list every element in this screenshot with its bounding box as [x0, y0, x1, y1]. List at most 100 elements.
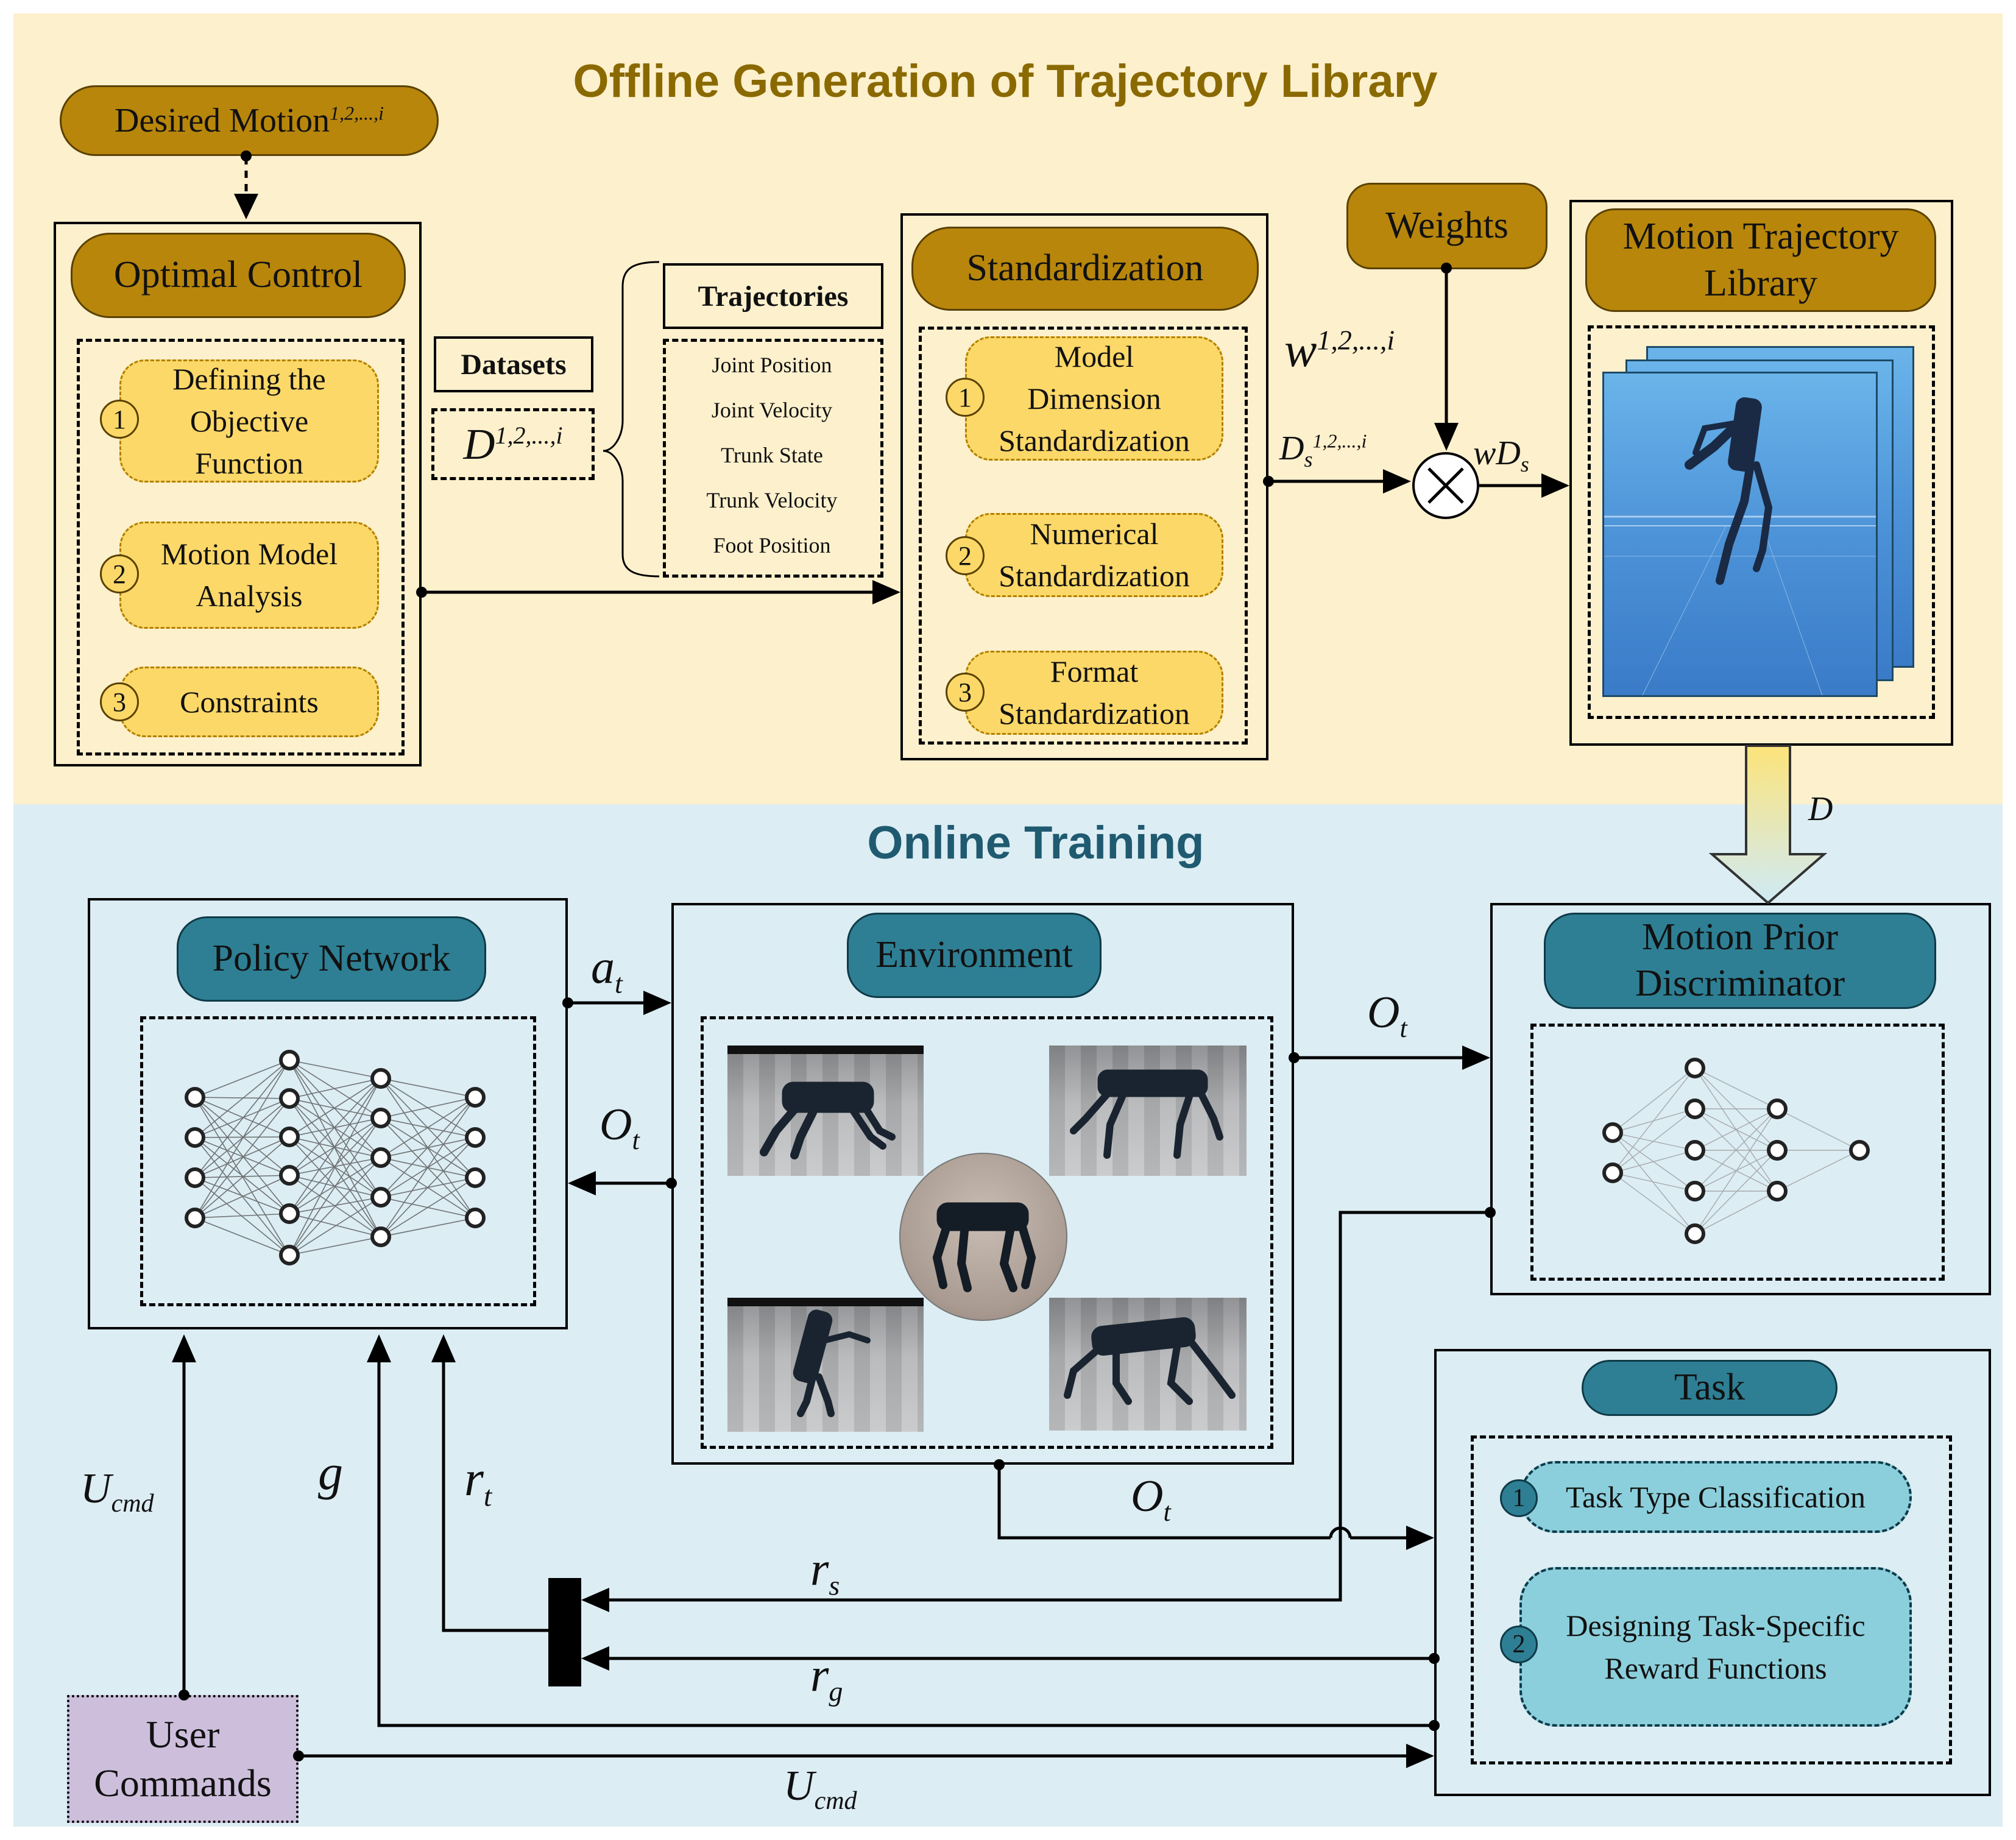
style-reward-arrow [609, 1211, 1490, 1602]
o-symbol: O [1131, 1471, 1164, 1521]
library-output-label: D [1808, 790, 1833, 828]
rs-symbol: r [810, 1542, 829, 1595]
optimal-control-block [54, 222, 422, 766]
discriminator-network-graph [1602, 1058, 1870, 1244]
multiply-node [1412, 452, 1479, 519]
motion-trajectory-library-title: Motion Trajectory Library [1585, 208, 1936, 312]
trajectories-title: Trajectories [663, 263, 883, 329]
observation-to-task-line [997, 1465, 1331, 1540]
weights-symbol: w [1284, 324, 1317, 377]
datasets-symbol: D [463, 419, 495, 469]
library-samples-group [1588, 325, 1935, 719]
constraints-step: Constraints [119, 667, 379, 737]
task-type-classification-step: Task Type Classification [1519, 1461, 1912, 1533]
quadruped-robot-icon [932, 1202, 1036, 1292]
weights-node: Weights [1346, 183, 1547, 269]
junction-dots [179, 150, 1496, 1761]
observation-to-task-label: Ot [1131, 1471, 1171, 1527]
rt-symbol: r [464, 1451, 484, 1506]
motion-model-analysis-step: Motion Model Analysis [119, 522, 379, 629]
ds-sub: s [1304, 447, 1313, 472]
objective-function-step: Defining the Objective Function [119, 359, 379, 483]
datasets-label: Datasets [434, 336, 593, 392]
multiply-icon [1427, 467, 1464, 504]
desired-motion-sup: 1,2,...,i [330, 102, 384, 124]
optimal-control-steps-group [77, 339, 405, 755]
a-symbol: a [591, 940, 615, 993]
simulation-scene-top-left [727, 1046, 924, 1176]
standardization-steps-group [919, 327, 1248, 745]
u-sub: cmd [814, 1787, 857, 1815]
step-number-3: 3 [100, 682, 139, 721]
user-command-to-policy-label: Ucmd [80, 1465, 154, 1518]
wds-sub: s [1520, 452, 1529, 477]
trajectories-list [663, 339, 883, 578]
simulation-scene-bottom-left [727, 1298, 924, 1432]
o-symbol: O [599, 1100, 632, 1150]
trajectory-item-joint-position: Joint Position [712, 353, 832, 377]
task-title: Task [1582, 1360, 1837, 1416]
numerical-standardization-step: Numerical Standardization [965, 513, 1223, 597]
step-number-1: 1 [100, 400, 139, 439]
std-step-number-3: 3 [946, 673, 985, 712]
robot-scene-image [760, 1081, 896, 1159]
ds-sup: 1,2,...,i [1312, 430, 1367, 452]
task-step-number-1: 1 [1500, 1479, 1538, 1517]
u-sub: cmd [111, 1490, 154, 1518]
desired-motion-node: Desired Motion1,2,...,i [60, 85, 439, 156]
o-sub: t [632, 1125, 640, 1155]
trajectory-item-foot-position: Foot Position [713, 533, 831, 557]
datasets-symbol-box: D1,2,...,i [431, 408, 595, 480]
policy-network-diagram [140, 1016, 536, 1306]
trajectory-item-joint-velocity: Joint Velocity [711, 398, 833, 422]
trajectory-item-trunk-state: Trunk State [721, 443, 823, 467]
jumping-robot-image [1604, 397, 1876, 695]
standardized-data-label: Ds1,2,...,i [1279, 429, 1367, 472]
o-sub: t [1163, 1496, 1171, 1527]
task-specific-reward-step: Designing Task-Specific Reward Functions [1519, 1567, 1912, 1727]
arrowheads [172, 194, 1569, 1768]
simulation-scene-bottom-right [1049, 1298, 1247, 1431]
o-symbol: O [1367, 988, 1400, 1038]
std-step-number-2: 2 [946, 536, 985, 575]
datasets-sup: 1,2,...,i [495, 421, 563, 449]
policy-network-graph [185, 1050, 486, 1265]
weighted-data-label: wDs [1473, 434, 1529, 477]
environment-scenes-group [701, 1016, 1273, 1449]
standardization-title: Standardization [911, 227, 1259, 311]
rg-sub: g [829, 1675, 843, 1707]
real-robot-photo [899, 1153, 1067, 1321]
format-standardization-step: Format Standardization [965, 651, 1223, 735]
weights-symbol-label: w1,2,...,i [1284, 323, 1395, 378]
step-number-2: 2 [100, 554, 139, 593]
standardization-block [900, 213, 1268, 760]
environment-title: Environment [847, 913, 1102, 998]
library-to-discriminator-arrow [1708, 745, 1828, 905]
total-reward-arrow [442, 1362, 548, 1632]
offline-section-title: Offline Generation of Trajectory Library [573, 55, 1438, 107]
task-steps-group [1471, 1435, 1952, 1764]
trajectories-brace [603, 261, 660, 578]
robot-scene-image [793, 1309, 871, 1417]
observation-to-policy-label: Ot [599, 1099, 640, 1156]
a-sub: t [615, 968, 623, 999]
rt-sub: t [483, 1480, 492, 1513]
library-sample-card-front [1602, 372, 1878, 697]
policy-network-block [88, 898, 568, 1329]
user-commands-node: User Commands [67, 1695, 299, 1823]
u-symbol: U [80, 1465, 111, 1512]
robot-scene-image [1064, 1317, 1236, 1405]
task-step-number-2: 2 [1500, 1626, 1538, 1663]
style-reward-label: rs [810, 1541, 840, 1602]
optimal-control-title: Optimal Control [71, 233, 406, 318]
model-dimension-standardization-step: Model Dimension Standardization [965, 336, 1223, 461]
std-step-number-1: 1 [946, 378, 985, 417]
robot-scene-image [1070, 1069, 1223, 1159]
action-signal-label: at [591, 939, 623, 1000]
total-reward-label: rt [464, 1450, 492, 1513]
discriminator-network-diagram [1530, 1024, 1945, 1281]
desired-motion-label: Desired Motion [115, 102, 330, 140]
o-sub: t [1399, 1013, 1407, 1043]
reward-combiner-bar [548, 1578, 581, 1686]
goal-signal-arrow [377, 1362, 1434, 1727]
